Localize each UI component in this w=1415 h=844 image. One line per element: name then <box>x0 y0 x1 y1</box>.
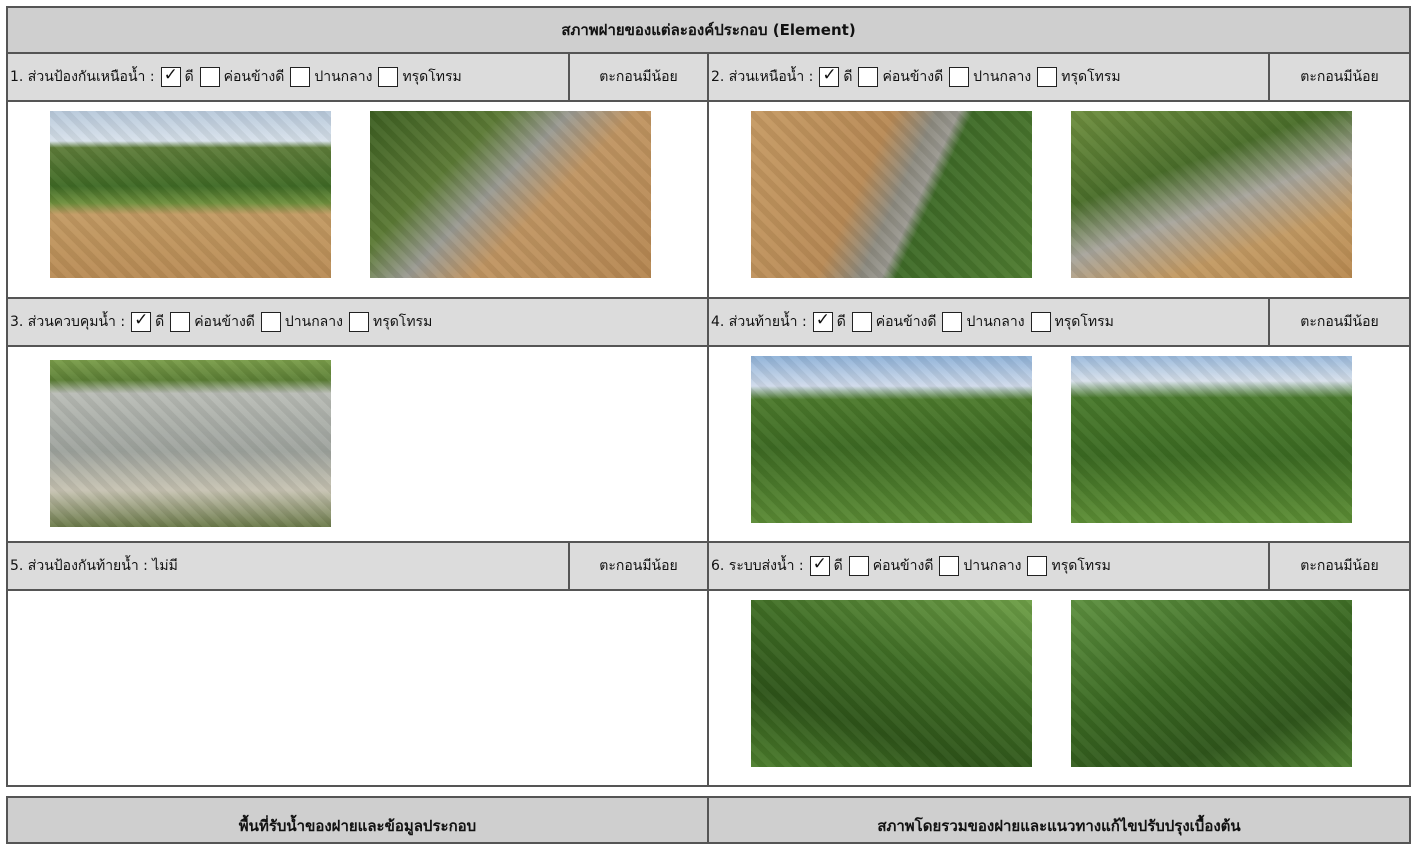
section-3-good-checkbox[interactable] <box>131 310 152 332</box>
section-6-fairly-good-checkbox[interactable] <box>848 556 869 576</box>
section-5-sediment-text: ตะกอนมีน้อย <box>599 558 678 574</box>
catchment-info-title: พื้นที่รับน้ำของฝายและข้อมูลประกอบ <box>238 817 477 835</box>
option-good: ดี <box>843 69 853 85</box>
downstream-vegetation-photo <box>751 356 1032 523</box>
weir-sign-photo <box>50 360 331 527</box>
section-5-sediment: ตะกอนมีน้อย <box>568 541 709 591</box>
section-1-sediment-text: ตะกอนมีน้อย <box>599 69 678 85</box>
downstream-vegetation-photo <box>1071 356 1352 523</box>
table-title: สภาพฝายของแต่ละองค์ประกอบ (Element) <box>6 6 1411 54</box>
section-6-sediment: ตะกอนมีน้อย <box>1268 541 1411 591</box>
section-2-moderate-checkbox[interactable] <box>949 67 970 87</box>
section-4-label: 4. ส่วนท้ายน้ำ : ดี ค่อนข้างดี ปานกลาง ท… <box>707 297 1270 347</box>
section-4-deteriorated-checkbox[interactable] <box>1030 312 1051 332</box>
option-deteriorated: ทรุดโทรม <box>1061 69 1121 85</box>
section-4-sediment: ตะกอนมีน้อย <box>1268 297 1411 347</box>
section-6-moderate-checkbox[interactable] <box>939 556 960 576</box>
overall-condition-title: สภาพโดยรวมของฝายและแนวทางแก้ไขปรับปรุงเบ… <box>877 817 1241 835</box>
canal-vegetation-photo <box>1071 600 1352 767</box>
section-1-fairly-good-checkbox[interactable] <box>199 67 220 87</box>
section-2-fairly-good-checkbox[interactable] <box>858 67 879 87</box>
catchment-info-header: พื้นที่รับน้ำของฝายและข้อมูลประกอบ <box>6 796 709 844</box>
section-1-title: 1. ส่วนป้องกันเหนือน้ำ : <box>10 69 155 85</box>
section-3-fairly-good-checkbox[interactable] <box>170 312 191 332</box>
section-3-title: 3. ส่วนควบคุมน้ำ : <box>10 314 126 330</box>
section-6-photo-area <box>707 589 1411 787</box>
weir-upstream-photo <box>370 111 651 278</box>
section-4-sediment-text: ตะกอนมีน้อย <box>1300 314 1379 330</box>
section-4-good-checkbox[interactable] <box>812 310 833 332</box>
section-3-label: 3. ส่วนควบคุมน้ำ : ดี ค่อนข้างดี ปานกลาง… <box>6 297 709 347</box>
option-good: ดี <box>836 314 846 330</box>
option-fairly-good: ค่อนข้างดี <box>875 314 937 330</box>
option-deteriorated: ทรุดโทรม <box>402 69 462 85</box>
option-deteriorated: ทรุดโทรม <box>372 314 433 330</box>
section-2-sediment: ตะกอนมีน้อย <box>1268 52 1411 102</box>
canal-vegetation-photo <box>751 600 1032 767</box>
option-deteriorated: ทรุดโทรม <box>1051 558 1111 574</box>
overall-condition-header: สภาพโดยรวมของฝายและแนวทางแก้ไขปรับปรุงเบ… <box>707 796 1411 844</box>
section-1-label: 1. ส่วนป้องกันเหนือน้ำ : ดี ค่อนข้างดี ป… <box>6 52 570 102</box>
option-deteriorated: ทรุดโทรม <box>1054 314 1114 330</box>
section-2-deteriorated-checkbox[interactable] <box>1037 67 1058 87</box>
option-moderate: ปานกลาง <box>284 314 343 330</box>
option-fairly-good: ค่อนข้างดี <box>882 69 944 85</box>
option-moderate: ปานกลาง <box>963 558 1022 574</box>
section-1-deteriorated-checkbox[interactable] <box>378 67 399 87</box>
section-1-sediment: ตะกอนมีน้อย <box>568 52 709 102</box>
option-good: ดี <box>833 558 843 574</box>
table-title-text: สภาพฝายของแต่ละองค์ประกอบ (Element) <box>561 21 856 39</box>
option-good: ดี <box>184 69 194 85</box>
section-4-fairly-good-checkbox[interactable] <box>851 312 872 332</box>
section-1-moderate-checkbox[interactable] <box>290 67 311 87</box>
option-fairly-good: ค่อนข้างดี <box>194 314 255 330</box>
option-good: ดี <box>155 314 165 330</box>
section-5-title: 5. ส่วนป้องกันท้ายน้ำ : ไม่มี <box>10 558 178 574</box>
section-2-good-checkbox[interactable] <box>819 65 840 87</box>
section-3-deteriorated-checkbox[interactable] <box>348 312 369 332</box>
section-4-title: 4. ส่วนท้ายน้ำ : <box>711 314 807 330</box>
section-6-good-checkbox[interactable] <box>809 554 830 576</box>
option-moderate: ปานกลาง <box>973 69 1032 85</box>
option-moderate: ปานกลาง <box>314 69 373 85</box>
weir-upstream-photo <box>50 111 331 278</box>
option-fairly-good: ค่อนข้างดี <box>872 558 934 574</box>
section-6-title: 6. ระบบส่งน้ำ : <box>711 558 804 574</box>
weir-gate-photo <box>1071 111 1352 278</box>
section-1-good-checkbox[interactable] <box>160 65 181 87</box>
section-6-sediment-text: ตะกอนมีน้อย <box>1300 558 1379 574</box>
option-moderate: ปานกลาง <box>966 314 1025 330</box>
section-5-photo-area <box>6 589 709 787</box>
section-6-label: 6. ระบบส่งน้ำ : ดี ค่อนข้างดี ปานกลาง ทร… <box>707 541 1270 591</box>
option-fairly-good: ค่อนข้างดี <box>223 69 285 85</box>
weir-apron-photo <box>751 111 1032 278</box>
section-6-deteriorated-checkbox[interactable] <box>1027 556 1048 576</box>
section-4-moderate-checkbox[interactable] <box>942 312 963 332</box>
section-2-title: 2. ส่วนเหนือน้ำ : <box>711 69 814 85</box>
section-5-label: 5. ส่วนป้องกันท้ายน้ำ : ไม่มี <box>6 541 570 591</box>
section-2-sediment-text: ตะกอนมีน้อย <box>1300 69 1379 85</box>
section-2-label: 2. ส่วนเหนือน้ำ : ดี ค่อนข้างดี ปานกลาง … <box>707 52 1270 102</box>
section-3-moderate-checkbox[interactable] <box>260 312 281 332</box>
